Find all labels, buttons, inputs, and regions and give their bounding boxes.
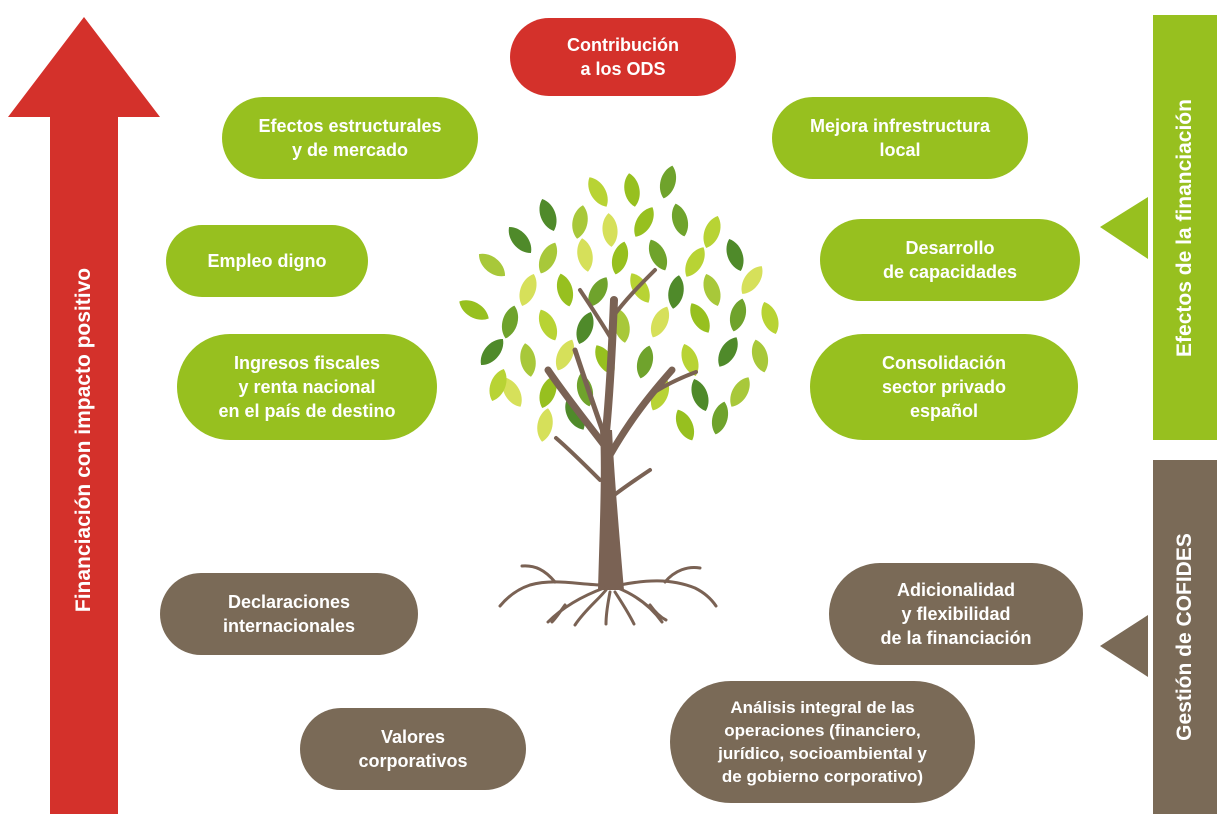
- tree-leaf: [576, 312, 594, 344]
- tree-leaf: [761, 302, 779, 334]
- tree-leaf: [681, 344, 699, 376]
- tree-leaf: [703, 274, 721, 306]
- tree-leaf: [588, 277, 608, 307]
- tree-leaf: [650, 306, 670, 338]
- tree-leaf: [671, 203, 689, 237]
- tree-leaf: [636, 345, 654, 379]
- tree-leaf: [726, 239, 744, 271]
- effect-private-sector-pill: Consolidación sector privado español: [810, 334, 1078, 440]
- effects-side-title: Efectos de la financiación: [1173, 98, 1196, 357]
- tree-trunk: [498, 268, 718, 627]
- effect-structural-pill: Efectos estructurales y de mercado: [222, 97, 478, 179]
- tree-leaf: [459, 300, 489, 320]
- mgmt-analysis-pill: Análisis integral de las operaciones (fi…: [670, 681, 975, 803]
- tree-leaf: [718, 337, 738, 367]
- tree-leaf: [538, 242, 558, 274]
- tree-leaf: [577, 238, 593, 272]
- tree-leaf: [685, 247, 705, 277]
- tree-leaf: [502, 377, 522, 407]
- tree-leaf: [537, 408, 553, 442]
- tree-leaf: [690, 303, 710, 333]
- tree-leaf: [508, 226, 532, 254]
- effect-fiscal-pill: Ingresos fiscales y renta nacional en el…: [177, 334, 437, 440]
- tree-leaf: [614, 309, 630, 343]
- tree-leaf: [520, 343, 536, 377]
- tree-leaves: [459, 165, 779, 442]
- tree-leaf: [539, 376, 557, 408]
- effect-capabilities-pill: Desarrollo de capacidades: [820, 219, 1080, 301]
- effects-side-box: Efectos de la financiación: [1153, 15, 1217, 440]
- tree-leaf: [519, 274, 537, 306]
- tree-leaf: [556, 273, 574, 307]
- tree-leaf: [741, 266, 763, 294]
- tree-leaf: [703, 216, 721, 248]
- mgmt-declarations-pill: Declaraciones internacionales: [160, 573, 418, 655]
- effect-infrastructure-pill: Mejora infrestructura local: [772, 97, 1028, 179]
- management-pointer-icon: [1100, 615, 1148, 677]
- tree-leaf: [480, 338, 504, 366]
- effects-pointer-icon: [1100, 197, 1148, 259]
- tree-leaf: [611, 241, 629, 275]
- tree-leaf: [729, 298, 747, 332]
- tree-leaf: [555, 339, 575, 371]
- tree-leaf: [675, 409, 695, 441]
- tree-leaf: [538, 309, 558, 341]
- tree-leaf: [751, 339, 769, 373]
- tree-leaf: [489, 369, 507, 401]
- tree-leaf: [691, 379, 709, 411]
- tree-leaf: [539, 199, 557, 231]
- tree-leaf: [668, 275, 684, 309]
- mgmt-values-pill: Valores corporativos: [300, 708, 526, 790]
- tree-leaf: [572, 205, 588, 239]
- management-side-title: Gestión de COFIDES: [1173, 533, 1197, 741]
- tree-leaf: [634, 207, 654, 237]
- mgmt-additionality-pill: Adicionalidad y flexibilidad de la finan…: [829, 563, 1083, 665]
- effect-employment-pill: Empleo digno: [166, 225, 368, 297]
- tree-leaf: [565, 400, 585, 430]
- tree-leaf: [602, 213, 618, 247]
- tree-leaf: [730, 377, 750, 407]
- goal-ods-pill: Contribución a los ODS: [510, 18, 736, 96]
- tree-leaf: [478, 253, 506, 277]
- tree-leaf: [711, 401, 729, 435]
- tree-leaf: [659, 165, 677, 199]
- tree-leaf: [501, 305, 519, 339]
- tree-leaf: [648, 239, 668, 271]
- tree-leaf: [588, 177, 608, 207]
- management-side-box: Gestión de COFIDES: [1153, 460, 1217, 814]
- tree-leaf: [624, 173, 640, 207]
